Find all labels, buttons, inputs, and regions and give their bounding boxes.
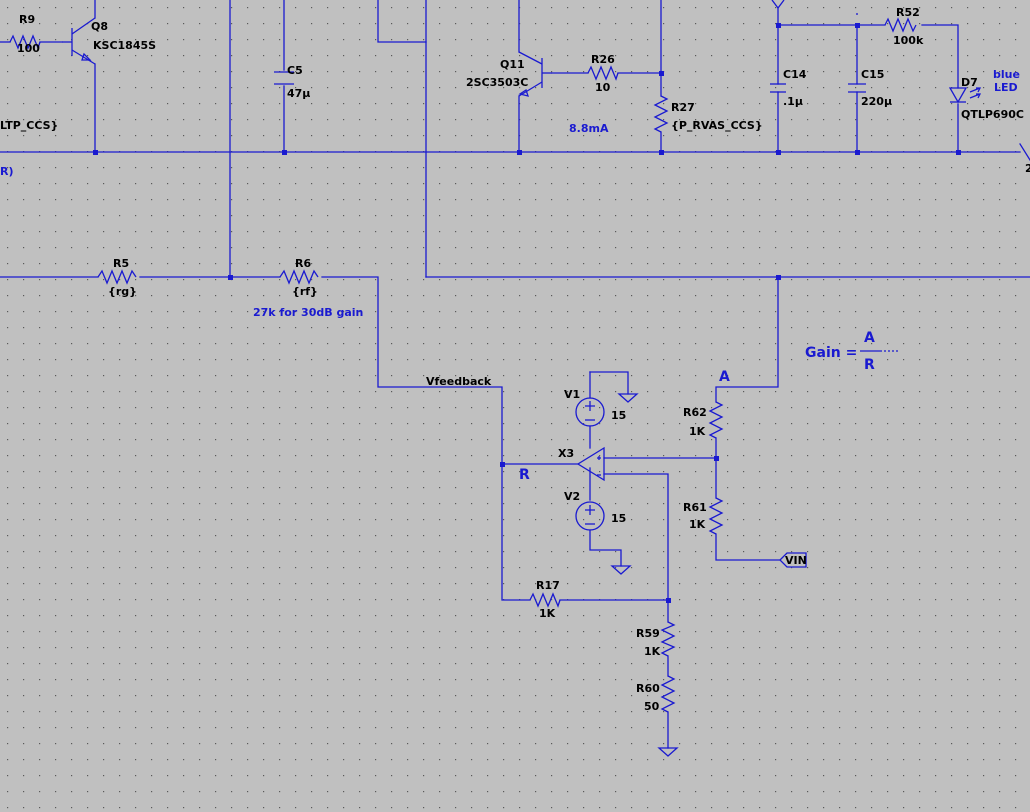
capacitor-c15[interactable]: [848, 13, 866, 93]
transistor-q8[interactable]: [62, 17, 96, 65]
r60-ref: R60: [636, 682, 660, 695]
led-note-blue: blue: [993, 68, 1020, 81]
voltage-source-v1[interactable]: [575, 397, 605, 427]
net-label-r: R: [519, 467, 530, 483]
r5-ref: R5: [113, 257, 129, 270]
resistor-r5[interactable]: [97, 269, 137, 285]
gain-formula-numerator: A: [864, 330, 875, 346]
ground-v1: [617, 393, 639, 403]
current-note: 8.8mA: [569, 122, 609, 135]
ground-v2: [610, 565, 632, 575]
junctions: [93, 23, 961, 603]
d7-value: QTLP690C: [961, 108, 1024, 121]
resistor-r26[interactable]: [587, 65, 619, 81]
q8-ref: Q8: [91, 20, 108, 33]
r61-ref: R61: [683, 501, 707, 514]
vin-label: VIN: [785, 554, 807, 567]
labels-text: R9 100 Q8 KSC1845S LTP_CCS} R) C5 47µ Q1…: [0, 6, 1030, 713]
v2-ref: V2: [564, 490, 580, 503]
r17-value: 1K: [539, 607, 556, 620]
voltage-source-v2[interactable]: [575, 501, 605, 531]
r62-value: 1K: [689, 425, 706, 438]
r6-ref: R6: [295, 257, 311, 270]
r27-value: {P_RVAS_CCS}: [671, 119, 763, 132]
r9-ref: R9: [19, 13, 35, 26]
r26-ref: R26: [591, 53, 615, 66]
r62-ref: R62: [683, 406, 707, 419]
resistor-r52[interactable]: [884, 17, 917, 33]
net-flag-vin[interactable]: [779, 552, 807, 568]
opamp-x3[interactable]: [576, 446, 605, 482]
resistor-r17[interactable]: [529, 592, 561, 608]
c14-value: .1µ: [783, 95, 803, 108]
q8-value: KSC1845S: [93, 39, 156, 52]
q11-value: 2SC3503C: [466, 76, 528, 89]
resistor-r9[interactable]: [9, 34, 41, 50]
gain-formula-lhs: Gain =: [805, 345, 857, 361]
partial-label-left: R): [0, 165, 14, 178]
resistor-r59[interactable]: [660, 621, 676, 657]
r52-value: 100k: [893, 34, 924, 47]
r61-value: 1K: [689, 518, 706, 531]
transistor-q11[interactable]: [518, 51, 552, 97]
r17-ref: R17: [536, 579, 560, 592]
x3-ref: X3: [558, 447, 574, 460]
capacitor-c5[interactable]: [274, 71, 294, 85]
led-d7[interactable]: [948, 87, 982, 104]
resistor-r60[interactable]: [660, 675, 676, 713]
c5-ref: C5: [287, 64, 303, 77]
q11-ref: Q11: [500, 58, 525, 71]
gain-formula-denominator: R: [864, 357, 875, 373]
gain-note: 27k for 30dB gain: [253, 306, 363, 319]
ground-main: [657, 747, 679, 757]
v2-value: 15: [611, 512, 626, 525]
wires: [0, 0, 1030, 749]
resistor-r27[interactable]: [653, 95, 669, 133]
r26-value: 10: [595, 81, 611, 94]
resistor-r6[interactable]: [279, 269, 319, 285]
r5-value: {rg}: [108, 285, 137, 298]
d7-ref: D7: [961, 76, 978, 89]
r27-ref: R27: [671, 101, 695, 114]
r6-value: {rf}: [292, 285, 318, 298]
net-label-a: A: [719, 369, 730, 385]
resistor-r62[interactable]: [708, 401, 724, 439]
r59-ref: R59: [636, 627, 660, 640]
c15-value: 220µ: [861, 95, 892, 108]
r52-ref: R52: [896, 6, 920, 19]
partial-label-right: 2: [1025, 162, 1030, 175]
resistor-r61[interactable]: [708, 497, 724, 535]
capacitor-c14[interactable]: [770, 0, 786, 93]
net-label-vfeedback: Vfeedback: [426, 375, 492, 388]
r59-value: 1K: [644, 645, 661, 658]
led-note-led: LED: [994, 81, 1018, 94]
c14-ref: C14: [783, 68, 807, 81]
partial-label-ltp: LTP_CCS}: [0, 119, 58, 132]
c15-ref: C15: [861, 68, 884, 81]
c5-value: 47µ: [287, 87, 310, 100]
v1-ref: V1: [564, 388, 580, 401]
v1-value: 15: [611, 409, 626, 422]
r9-value: 100: [17, 42, 40, 55]
r60-value: 50: [644, 700, 660, 713]
